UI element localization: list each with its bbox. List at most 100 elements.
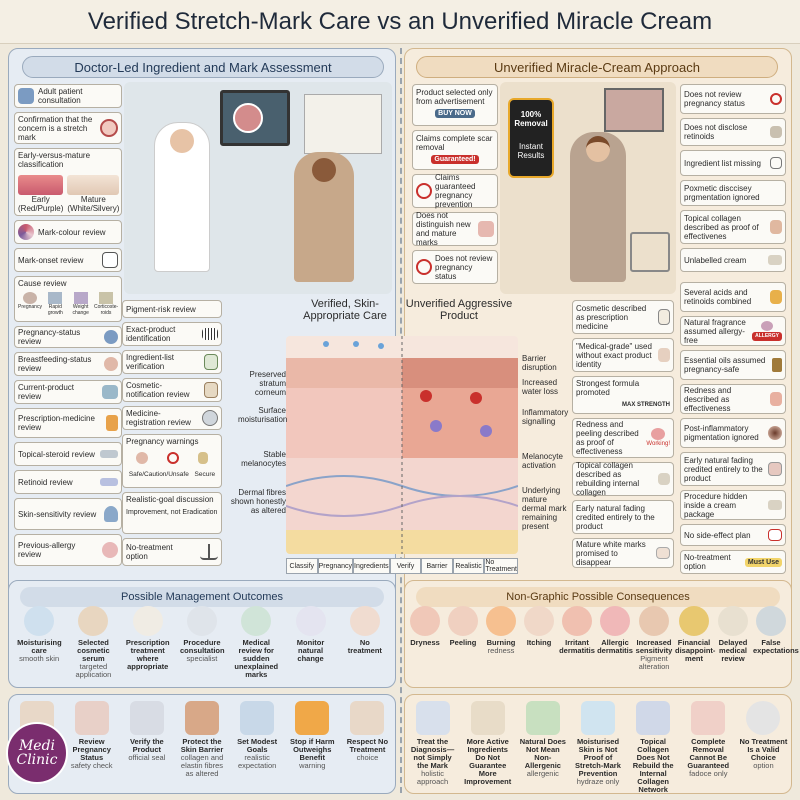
principle-item: Moisturised Skin is Not Proof of Stretch… bbox=[573, 701, 623, 786]
left-mid-item: No-treatment option bbox=[122, 538, 222, 566]
weight-icon bbox=[73, 292, 88, 304]
allergic-icon bbox=[600, 606, 630, 636]
left-item: Skin-sensitivity review bbox=[14, 498, 122, 530]
skin-label: Surface moisturisation bbox=[238, 406, 288, 424]
right-item: Essential oils assumed pregnancy-safe bbox=[680, 350, 786, 380]
outcome-item: Medical review for sudden unexplained ma… bbox=[234, 606, 278, 686]
shopping-cart bbox=[630, 232, 670, 272]
document-icon bbox=[204, 382, 218, 398]
collagen-icon bbox=[636, 701, 671, 735]
coins-icon bbox=[679, 606, 709, 636]
skin-layers-svg bbox=[286, 336, 518, 554]
serum-icon bbox=[78, 606, 109, 636]
ingredients-icon bbox=[470, 701, 505, 735]
classification-box: Early-versus-mature classification Early… bbox=[14, 148, 122, 216]
right-mid-item: "Medical-grade" used without exact produ… bbox=[572, 338, 674, 372]
hand-stop-icon bbox=[349, 606, 380, 636]
no-removal-icon bbox=[691, 701, 726, 735]
cream-jar-icon bbox=[24, 606, 55, 636]
right-item: Ingredient list missing bbox=[680, 150, 786, 176]
growth-icon bbox=[48, 292, 63, 304]
doctor-consultation-illustration bbox=[124, 82, 392, 294]
mature-mark-swatch bbox=[67, 175, 120, 195]
no-pregnancy-icon bbox=[416, 259, 432, 275]
pill-bottle-icon bbox=[106, 415, 118, 431]
left-mid-item: Cosmetic-notification review bbox=[122, 378, 222, 402]
consequence-item: Allergic dermatitis bbox=[597, 606, 633, 686]
ad-item: Product selected only from advertisement… bbox=[412, 84, 498, 126]
miracle-cream-user-illustration: 100% Removal Instant Results bbox=[500, 82, 676, 294]
left-header: Doctor-Led Ingredient and Mark Assessmen… bbox=[22, 56, 384, 78]
laser-icon bbox=[186, 606, 217, 636]
right-mid-item: Redness and peeling described as proof o… bbox=[572, 418, 674, 458]
skin-label: Barrier disruption bbox=[522, 354, 557, 372]
scanner-icon bbox=[129, 701, 164, 735]
dryness-icon bbox=[410, 606, 440, 636]
realistic-goal-box: Realistic-goal discussion Improvement, n… bbox=[122, 492, 222, 534]
right-item: Does not review pregnancy status bbox=[680, 84, 786, 114]
flame-icon bbox=[486, 606, 516, 636]
ad-item: Does not distinguish new and mature mark… bbox=[412, 211, 498, 247]
tab-pregnancy: Pregnancy bbox=[317, 558, 354, 574]
irritant-icon bbox=[562, 606, 592, 636]
brick-wall-icon bbox=[184, 701, 219, 735]
left-item: Retinoid review bbox=[14, 470, 122, 494]
woman-figure bbox=[570, 132, 626, 282]
target-icon bbox=[240, 701, 275, 735]
principle-item: Topical Collagen Does Not Rebuild the In… bbox=[628, 701, 678, 794]
patient-figure bbox=[294, 152, 354, 282]
principle-item: More Active Ingredients Do Not Guarantee… bbox=[463, 701, 513, 786]
tab-barrier: Barrier bbox=[421, 558, 453, 574]
doctor-figure bbox=[154, 122, 210, 272]
left-item: Pregnancy-status review bbox=[14, 326, 122, 348]
right-item: Procedure hidden inside a cream package bbox=[680, 490, 786, 520]
consequence-item: False expectations bbox=[753, 606, 799, 686]
right-item: Does not disclose retinoids bbox=[680, 118, 786, 146]
seal-icon bbox=[202, 410, 218, 426]
skin-right-title: Unverified Aggressive Product bbox=[405, 298, 513, 322]
skin-label: Increased water loss bbox=[522, 378, 559, 396]
mark-icon bbox=[478, 221, 494, 237]
left-item: Adult patient consultation bbox=[14, 84, 122, 108]
before-after-screen bbox=[604, 88, 664, 132]
right-item: Several acids and retinoids combined bbox=[680, 282, 786, 312]
clock-icon bbox=[718, 606, 748, 636]
peeling-icon bbox=[448, 606, 478, 636]
consequence-item: Financial disappoint-ment bbox=[675, 606, 715, 686]
checklist-icon bbox=[204, 354, 218, 370]
calendar-icon bbox=[295, 606, 326, 636]
calendar-icon bbox=[102, 252, 118, 268]
left-item: Mark-onset review bbox=[14, 248, 122, 272]
promo-phone: 100% Removal Instant Results bbox=[508, 98, 554, 178]
doctor-icon bbox=[415, 701, 450, 735]
prescription-icon bbox=[132, 606, 163, 636]
skin-label: Underlying mature dermal mark remaining … bbox=[522, 486, 567, 531]
skin-cross-section bbox=[286, 336, 518, 554]
skin-label: Dermal fibres shown honestly as altered bbox=[230, 488, 286, 515]
products-icon bbox=[102, 385, 118, 399]
skin-label: Inflammatory signalling bbox=[522, 408, 569, 426]
left-mid-item: Pigment-risk review bbox=[122, 300, 222, 318]
magnifier-icon bbox=[100, 119, 118, 137]
left-item: Breastfeeding-status review bbox=[14, 352, 122, 376]
barcode-icon bbox=[202, 328, 218, 340]
allergy-icon bbox=[102, 542, 118, 558]
right-item: Redness and described as effectiveness bbox=[680, 384, 786, 414]
consequence-item: Dryness bbox=[407, 606, 443, 686]
ad-item: Does not review pregnancy status bbox=[412, 250, 498, 284]
balloon-icon bbox=[756, 606, 786, 636]
left-item: Previous-allergy review bbox=[14, 534, 122, 566]
